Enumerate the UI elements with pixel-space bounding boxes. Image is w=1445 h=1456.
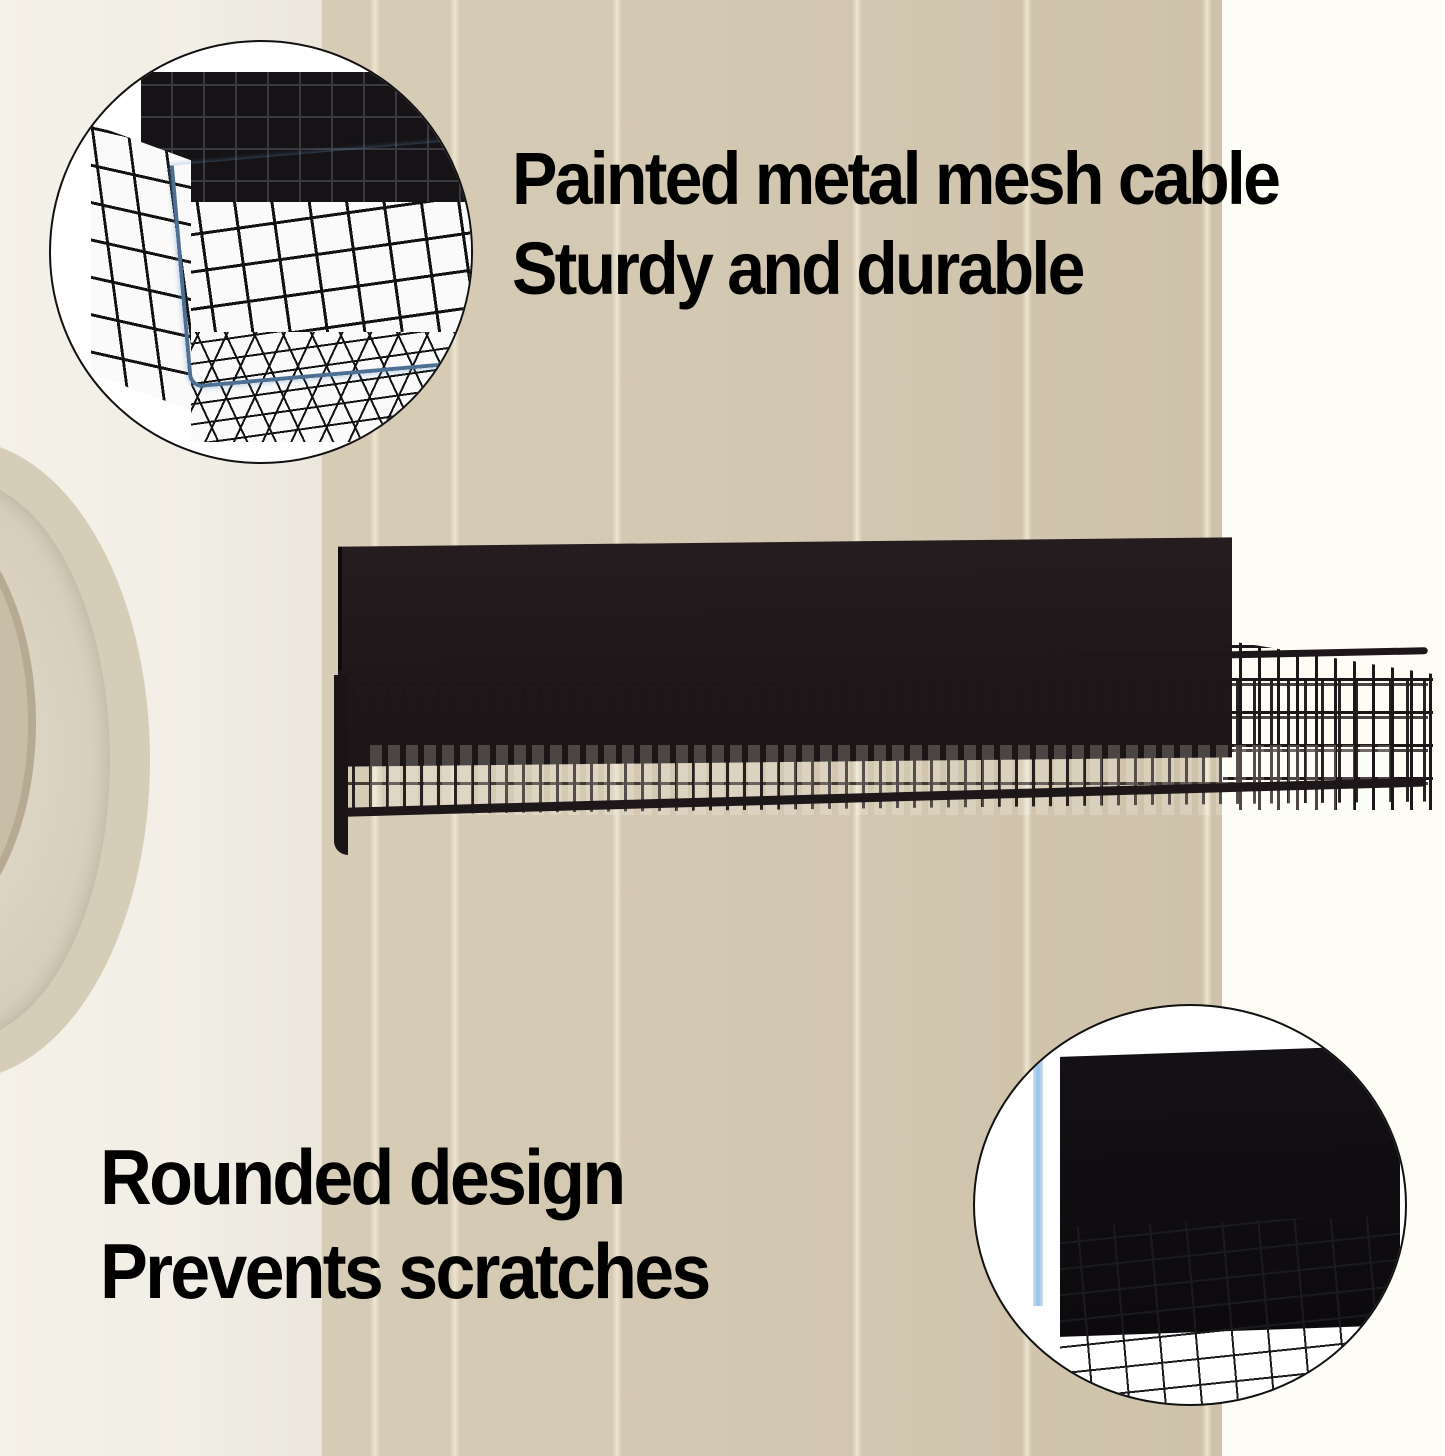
feature-subline-durable: Sturdy and durable (512, 227, 1085, 310)
mesh-back-grid (141, 72, 471, 212)
shelf-wires-closeup (1060, 1215, 1400, 1404)
mesh-detail-callout (49, 40, 473, 464)
rounded-edge-callout (973, 1004, 1407, 1406)
shelf-left-edge (334, 675, 348, 855)
highlight-rail (169, 139, 471, 389)
mesh-floor-grid (181, 202, 471, 342)
mesh-side-grid (191, 332, 471, 442)
wire-mesh-shelf (330, 537, 1440, 860)
feature-headline-rounded: Rounded design (100, 1133, 626, 1221)
feature-subline-scratches: Prevents scratches (100, 1227, 711, 1315)
feature-headline-mesh: Painted metal mesh cable (512, 137, 1281, 220)
highlight-edge (1033, 1056, 1043, 1306)
